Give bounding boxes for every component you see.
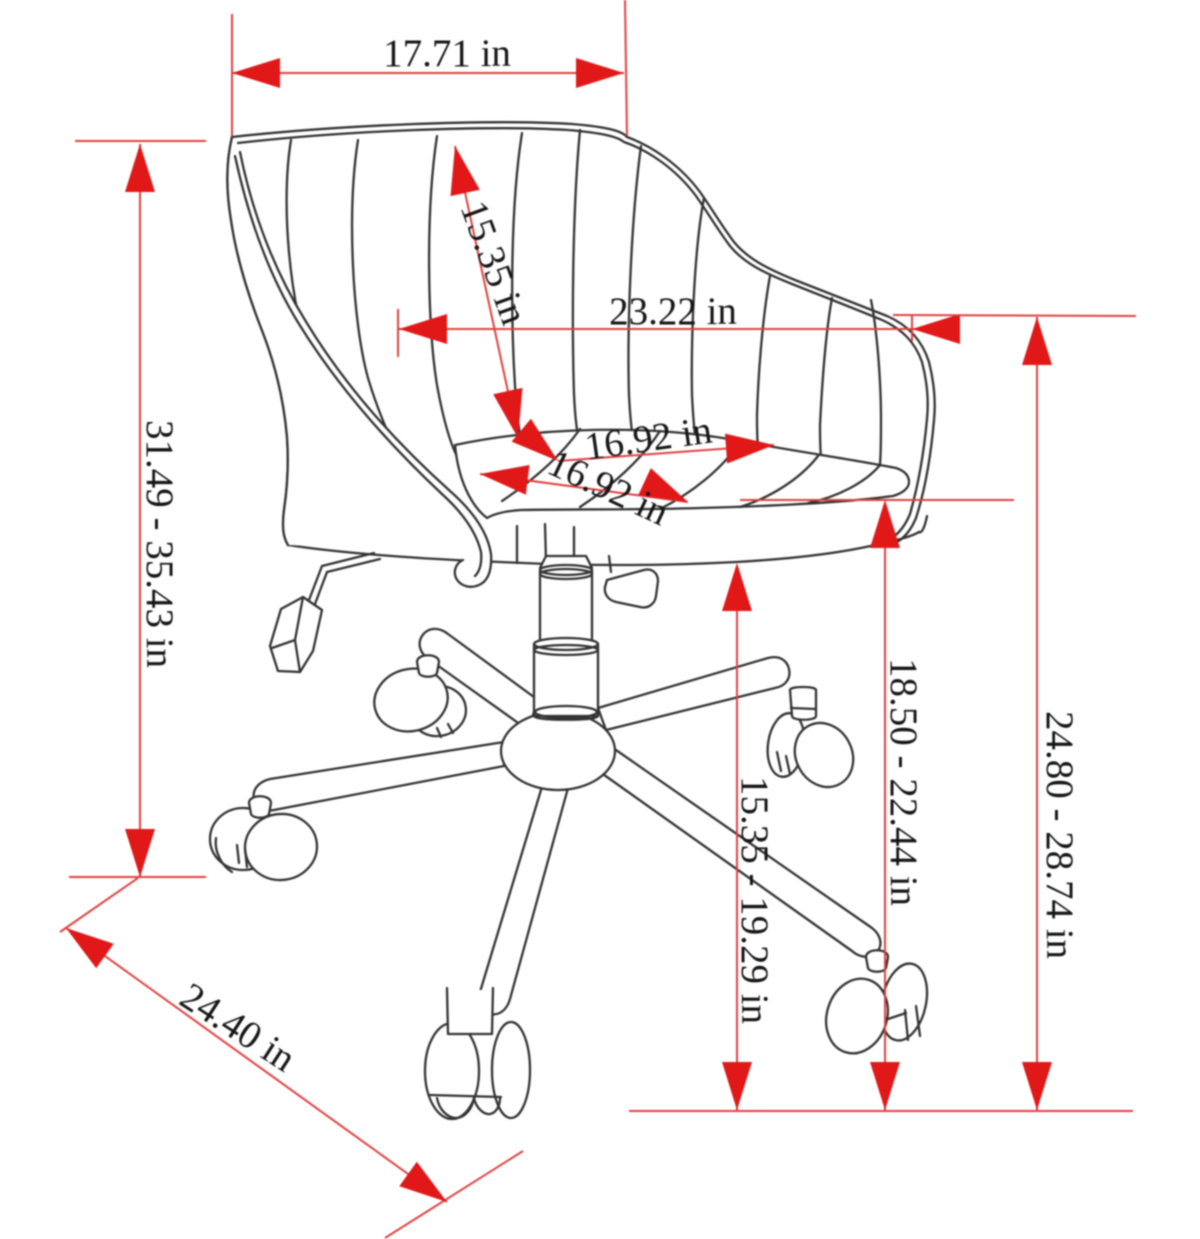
svg-text:15.35 - 19.29 in: 15.35 - 19.29 in	[733, 776, 776, 1024]
svg-text:17.71 in: 17.71 in	[383, 32, 511, 75]
svg-text:18.50 - 22.44 in: 18.50 - 22.44 in	[882, 658, 925, 906]
svg-text:31.49 - 35.43 in: 31.49 - 35.43 in	[138, 420, 181, 668]
svg-text:23.22 in: 23.22 in	[609, 290, 737, 333]
svg-text:24.80 - 28.74 in: 24.80 - 28.74 in	[1038, 711, 1081, 959]
